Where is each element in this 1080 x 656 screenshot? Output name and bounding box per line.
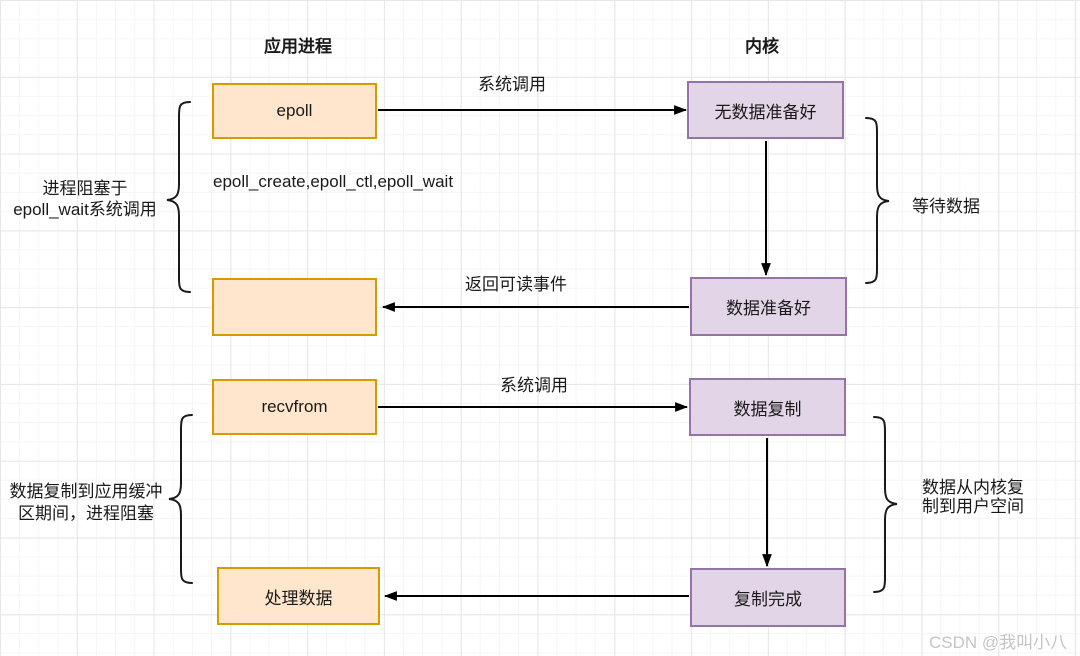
process-box-epoll: epoll [212, 83, 377, 139]
annotation-line: 数据复制到应用缓冲 [9, 482, 163, 501]
process-box-empty [212, 278, 377, 336]
kernel-box-no-data-ready: 无数据准备好 [687, 81, 844, 139]
kernel-box-data-ready: 数据准备好 [690, 277, 847, 336]
watermark: CSDN @我叫小八 [929, 633, 1068, 652]
annotation-line: 数据从内核复 [922, 478, 1024, 497]
label-return-readable-event: 返回可读事件 [465, 275, 567, 294]
brace-left-bottom [168, 414, 193, 584]
column-header-kernel: 内核 [745, 37, 779, 56]
annotation-wait-for-data: 等待数据 [912, 197, 980, 216]
annotation-blocked-on-epoll-wait: 进程阻塞于 epoll_wait系统调用 [0, 178, 170, 220]
brace-right-bottom [873, 416, 898, 593]
column-header-application-process: 应用进程 [264, 37, 332, 56]
annotation-line: epoll_wait系统调用 [13, 200, 157, 219]
label-syscall-bottom: 系统调用 [500, 376, 568, 395]
label-syscall-top: 系统调用 [478, 75, 546, 94]
annotation-line: 进程阻塞于 [42, 179, 128, 198]
kernel-box-copy-complete: 复制完成 [690, 568, 846, 627]
annotation-line: 区期间，进程阻塞 [18, 504, 154, 523]
annotation-copy-kernel-to-user: 数据从内核复 制到用户空间 [922, 478, 1024, 516]
annotation-blocked-during-copy: 数据复制到应用缓冲 区期间，进程阻塞 [0, 481, 172, 525]
brace-left-top [166, 101, 191, 293]
process-box-handle-data: 处理数据 [217, 567, 380, 625]
label-epoll-api: epoll_create,epoll_ctl,epoll_wait [213, 172, 454, 191]
annotation-line: 制到用户空间 [922, 497, 1024, 516]
brace-right-top [865, 117, 890, 284]
process-box-recvfrom: recvfrom [212, 379, 377, 435]
kernel-box-data-copy: 数据复制 [689, 378, 846, 436]
